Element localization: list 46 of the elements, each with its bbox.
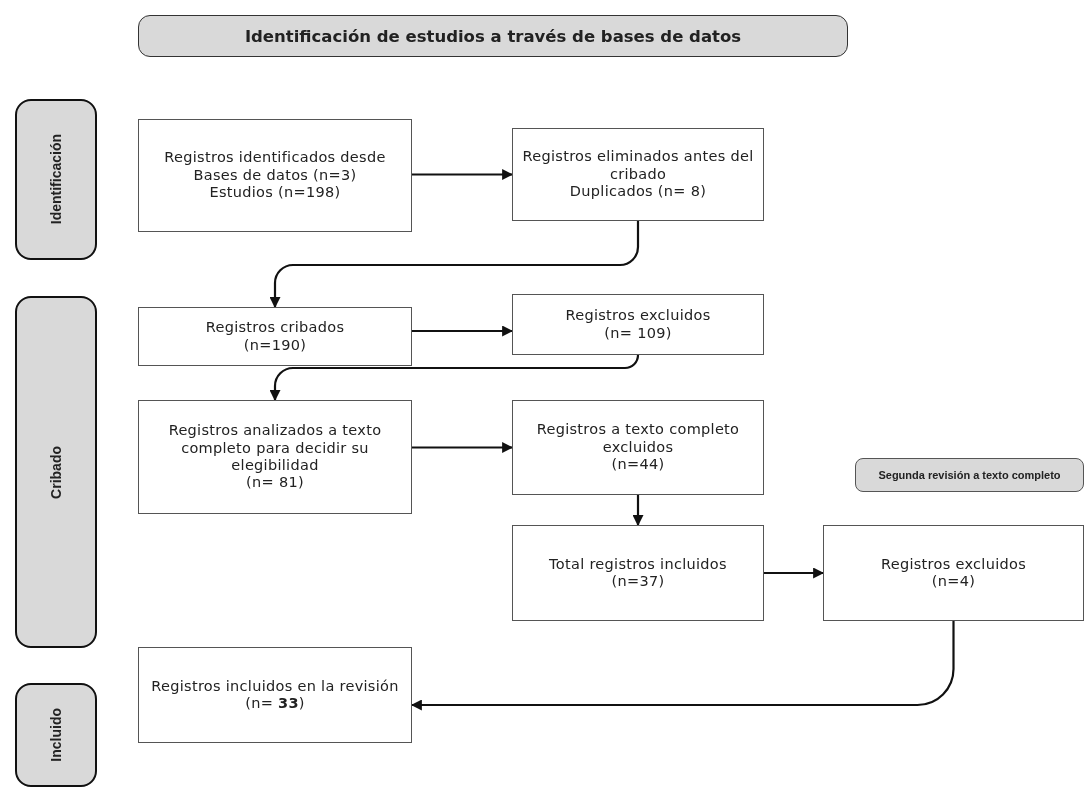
stage-band — [15, 296, 97, 648]
box-text: Total registros incluidos — [549, 555, 727, 573]
arrow — [412, 169, 514, 180]
process-box — [138, 119, 412, 232]
box-text: Registros a texto completo excluidos — [535, 421, 741, 457]
stage-band — [15, 683, 97, 787]
arrow — [269, 221, 640, 309]
arrow — [412, 325, 514, 337]
box-text: (n= 109) — [604, 324, 672, 342]
process-box — [823, 525, 1084, 621]
stage-label: Identificación — [48, 134, 64, 225]
process-box — [138, 307, 412, 366]
process-box — [138, 400, 412, 514]
box-text: (n=190) — [243, 336, 307, 354]
box-text: (n=37) — [611, 573, 665, 591]
stage-tag — [855, 458, 1084, 492]
box-text: Estudios (n=198) — [209, 184, 341, 202]
box-text: (n= 81) — [246, 474, 304, 492]
process-box — [512, 128, 764, 221]
box-text: Registros excluidos — [880, 555, 1026, 573]
heading-box — [138, 15, 848, 57]
box-text: Registros identificados desde — [164, 149, 386, 167]
arrow — [632, 495, 644, 527]
process-box — [512, 294, 764, 355]
process-box — [138, 647, 412, 743]
stage-label: Segunda revisión a texto completo — [878, 469, 1061, 481]
stage-label: Cribado — [48, 445, 64, 499]
arrow — [412, 442, 514, 453]
box-text: Duplicados (n= 8) — [569, 183, 707, 201]
process-box — [512, 400, 764, 495]
arrow — [764, 567, 825, 579]
box-text: Registros eliminados antes del cribado — [521, 148, 755, 184]
stage-label: Incluido — [48, 708, 64, 762]
box-text: (n=4) — [931, 573, 976, 591]
process-box — [512, 525, 764, 621]
arrow — [410, 621, 955, 711]
box-text: Registros analizados a texto completo para decidir su elegibilidad — [167, 422, 383, 475]
arrow — [269, 354, 640, 402]
box-text: Registros cribados — [205, 319, 345, 337]
box-text: Bases de datos (n=3) — [193, 166, 357, 185]
stage-band — [15, 99, 97, 260]
heading-text: Identificación de estudios a través de bases de datos — [244, 26, 742, 46]
box-text: Registros incluidos en la revisión — [151, 677, 399, 695]
box-text: (n=44) — [611, 456, 665, 474]
box-text: (n= 33) — [245, 695, 305, 713]
box-text: Registros excluidos — [565, 307, 711, 325]
